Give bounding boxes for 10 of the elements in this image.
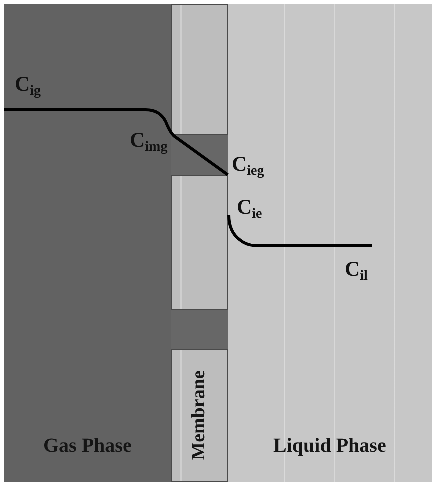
concentration-label: C$_{il}$ (345, 259, 368, 280)
membrane-label: Membrane (189, 370, 208, 460)
phase-label: Gas Phase (44, 436, 132, 456)
membrane-segment (171, 4, 228, 135)
membrane-segment (171, 175, 228, 310)
phase-label: Liquid Phase (274, 436, 386, 456)
liquid-phase-region (228, 4, 432, 482)
concentration-label: C$_{ie}$ (237, 197, 262, 218)
membrane-segment (171, 349, 228, 482)
gas-phase-region (4, 4, 171, 482)
